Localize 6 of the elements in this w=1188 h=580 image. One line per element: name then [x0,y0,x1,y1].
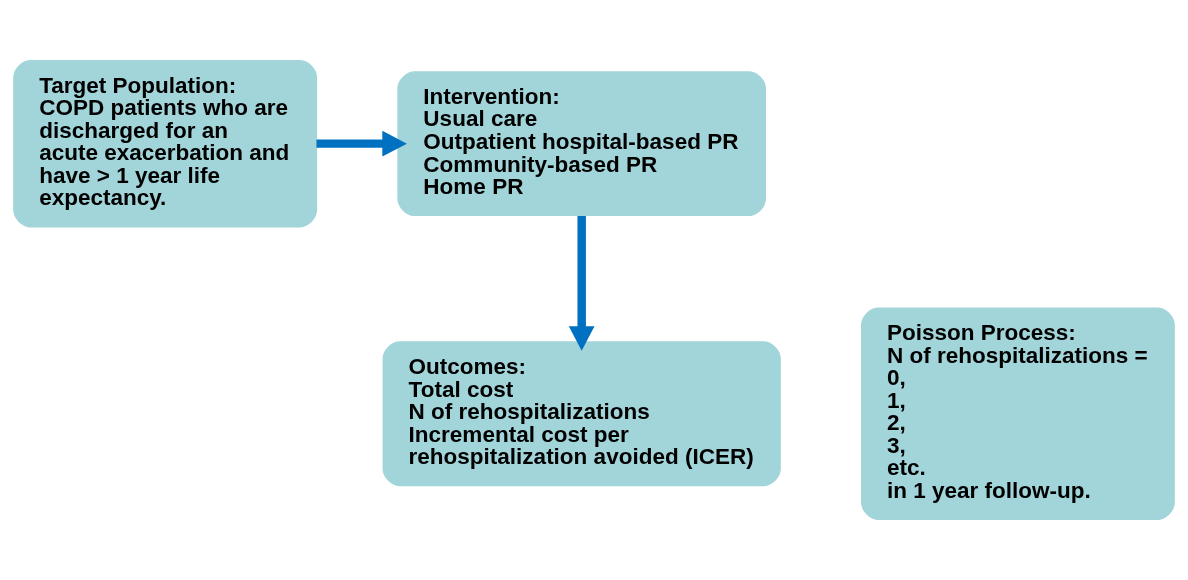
node-box: Target Population: COPD patients who are discharged for an acute exacerbation and have > 1 year life expectancy. [13,59,318,228]
node-box: Intervention: Usual care Outpatient hospital-based PR Community-based PR Home PR [397,71,767,217]
node-box: Poisson Process: N of rehospitalizations = 0, 1, 2, 3, etc. in 1 year follow-up. [861,307,1175,521]
node-box: Outcomes: Total cost N of rehospitalizations Incremental cost per rehospitalization avoided (ICER) [382,341,781,487]
arrow [568,216,595,351]
arrow [316,130,407,157]
